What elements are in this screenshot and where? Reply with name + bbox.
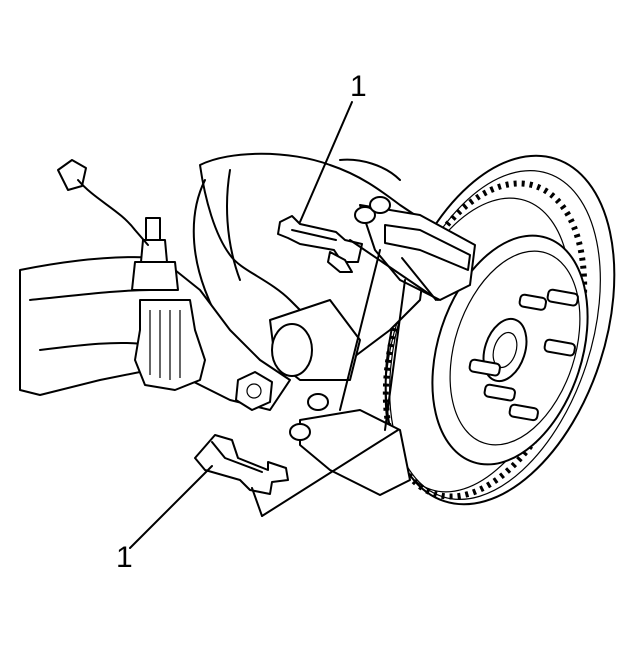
tie-rod [269, 299, 361, 381]
knuckle-nut [235, 371, 273, 411]
callout-label-top: 1 [350, 70, 367, 103]
sensor-wire [57, 159, 149, 246]
abutment-clip-bottom [194, 434, 289, 495]
ball-joint [131, 217, 206, 391]
callout-label-bottom: 1 [116, 541, 133, 574]
wheel-studs [468, 288, 579, 422]
caliper-bracket [299, 204, 476, 496]
abutment-clip-top [277, 215, 363, 273]
bracket-bolts [289, 196, 391, 441]
leader-lines [129, 101, 439, 549]
